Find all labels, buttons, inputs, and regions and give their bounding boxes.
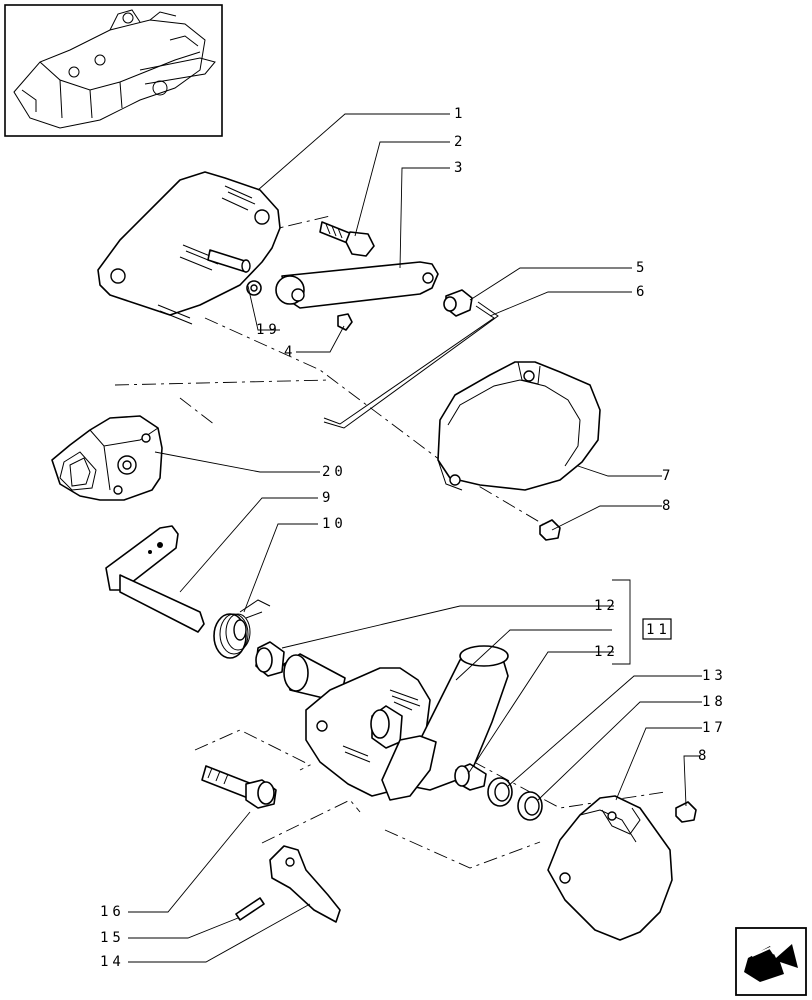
pin-15 — [235, 897, 265, 921]
ref-box-11 — [642, 618, 672, 640]
link-arm — [275, 261, 439, 309]
bolt-2 — [319, 221, 375, 257]
clip-4 — [337, 313, 353, 331]
bracket-plate — [97, 171, 281, 325]
washer-19 — [246, 280, 262, 296]
callout-7: 7 — [662, 468, 674, 484]
callout-labels: 1 2 3 5 6 19 4 7 8 20 9 10 12 11 12 13 1… — [100, 106, 727, 970]
bolt-16 — [201, 765, 277, 809]
control-block — [51, 415, 163, 501]
callout-3: 3 — [454, 160, 466, 176]
callout-8b: 8 — [698, 748, 710, 764]
washer-13 — [487, 777, 513, 807]
bush-12b — [454, 763, 487, 791]
callout-12b: 12 — [594, 644, 619, 660]
callout-12a: 12 — [594, 598, 619, 614]
callout-1: 1 — [454, 106, 466, 122]
main-lever-assembly — [283, 645, 509, 801]
bush-5 — [443, 289, 473, 317]
callout-5: 5 — [636, 260, 648, 276]
callout-13: 13 — [702, 668, 727, 684]
callout-19: 19 — [256, 322, 281, 338]
callout-8a: 8 — [662, 498, 674, 514]
callout-11: 11 — [646, 622, 671, 638]
callout-6: 6 — [636, 284, 648, 300]
callout-14: 14 — [100, 954, 125, 970]
assembly-thumbnail-icon[interactable] — [4, 4, 223, 137]
callout-20: 20 — [322, 464, 347, 480]
nut-8a — [539, 519, 561, 541]
pawl-14 — [269, 845, 341, 923]
cover-housing — [437, 361, 601, 491]
lower-cover — [547, 795, 673, 941]
callout-9: 9 — [322, 490, 334, 506]
callout-17: 17 — [702, 720, 727, 736]
rod-6 — [323, 301, 499, 429]
callout-10: 10 — [322, 516, 347, 532]
next-page-arrow-icon[interactable] — [735, 927, 807, 996]
bush-12a — [255, 641, 285, 677]
lever-shaft — [105, 525, 205, 633]
washer-18 — [517, 791, 543, 821]
callout-15: 15 — [100, 930, 125, 946]
leader-lines — [128, 113, 702, 963]
callout-4: 4 — [284, 344, 296, 360]
callout-18: 18 — [702, 694, 727, 710]
callout-2: 2 — [454, 134, 466, 150]
nut-8b — [675, 801, 697, 823]
callout-16: 16 — [100, 904, 125, 920]
